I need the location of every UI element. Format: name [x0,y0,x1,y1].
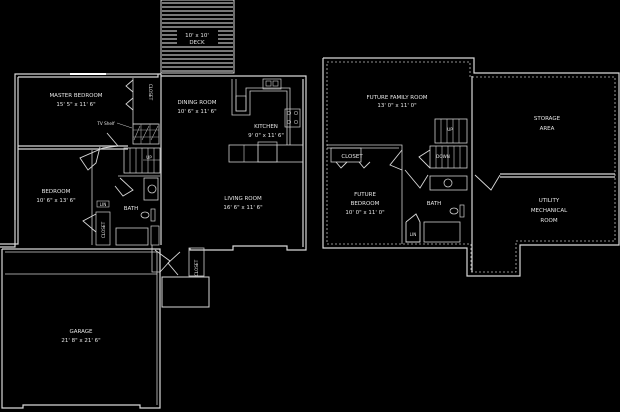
room-name-dining-room: DINING ROOM [178,100,217,106]
tv-shelf-label: TV Shelf [96,121,115,126]
room-name-master-bedroom: MASTER BEDROOM [49,93,102,99]
bedroom-closet-label: CLOSET [101,221,106,238]
kitchen-fixtures [228,78,304,163]
room-name-storage-line1: STORAGE [534,116,561,122]
room-size-dining-room: 10' 6" x 11' 6" [177,109,216,115]
basement: UP DOWN BATH LIN FUTURE FAMILY ROOM 13' … [322,57,620,277]
main-floor-room-labels: MASTER BEDROOM 15' 5" x 11' 6" BEDROOM 1… [36,93,284,344]
room-name-utility-line1: UTILITY [539,198,560,204]
room-name-utility-line2: MECHANICAL [531,208,568,214]
basement-stairs-down-label: DOWN [436,154,450,159]
stairs-up-label: UP [146,155,152,160]
room-name-garage: GARAGE [69,329,93,335]
main-stairs: UP [123,147,161,174]
basement-stairs: UP DOWN [418,118,468,169]
garage [1,248,161,409]
basement-walls [322,57,620,277]
room-size-future-bedroom: 10' 0" x 11' 0" [345,210,384,216]
room-size-kitchen: 9' 0" x 11' 6" [248,133,284,139]
main-bath: BATH LIN CLOSET [82,177,160,246]
basement-stairs-up-label: UP [447,127,453,132]
room-name-utility-line3: ROOM [540,218,557,224]
deck-name: DECK [189,40,205,46]
room-size-living-room: 16' 6" x 11' 6" [223,205,262,211]
room-name-bedroom: BEDROOM [42,189,71,195]
master-closet-label: CLOSET [148,84,153,101]
room-size-garage: 21' 8" x 21' 6" [61,338,100,344]
room-size-bedroom: 10' 6" x 13' 6" [36,198,75,204]
basement-bath-label: BATH [427,201,442,207]
entry-area: CLOSET [151,245,210,308]
deck: 10' x 10' DECK [160,0,235,74]
room-name-storage-line2: AREA [540,126,555,132]
basement-room-labels: FUTURE FAMILY ROOM 13' 0" x 11' 0" CLOSE… [341,95,568,224]
main-floor: 10' x 10' DECK TV Shelf [0,0,307,409]
entry-closet-label: CLOSET [194,259,199,276]
main-linen-label: LIN [100,202,107,207]
main-bath-label: BATH [124,206,139,212]
room-name-living-room: LIVING ROOM [224,196,262,202]
room-name-future-family-room: FUTURE FAMILY ROOM [366,95,427,101]
basement-bath: BATH LIN [405,175,468,243]
room-name-future-bedroom-line2: BEDROOM [351,201,380,207]
basement-linen-label: LIN [410,232,417,237]
deck-size: 10' x 10' [185,33,209,39]
tv-shelf: TV Shelf [96,121,160,145]
room-name-future-bedroom-line1: FUTURE [354,192,376,198]
room-size-master-bedroom: 15' 5" x 11' 6" [56,102,95,108]
room-size-future-family-room: 13' 0" x 11' 0" [377,103,416,109]
room-name-kitchen: KITCHEN [254,124,278,130]
basement-closet-label: CLOSET [341,154,363,160]
